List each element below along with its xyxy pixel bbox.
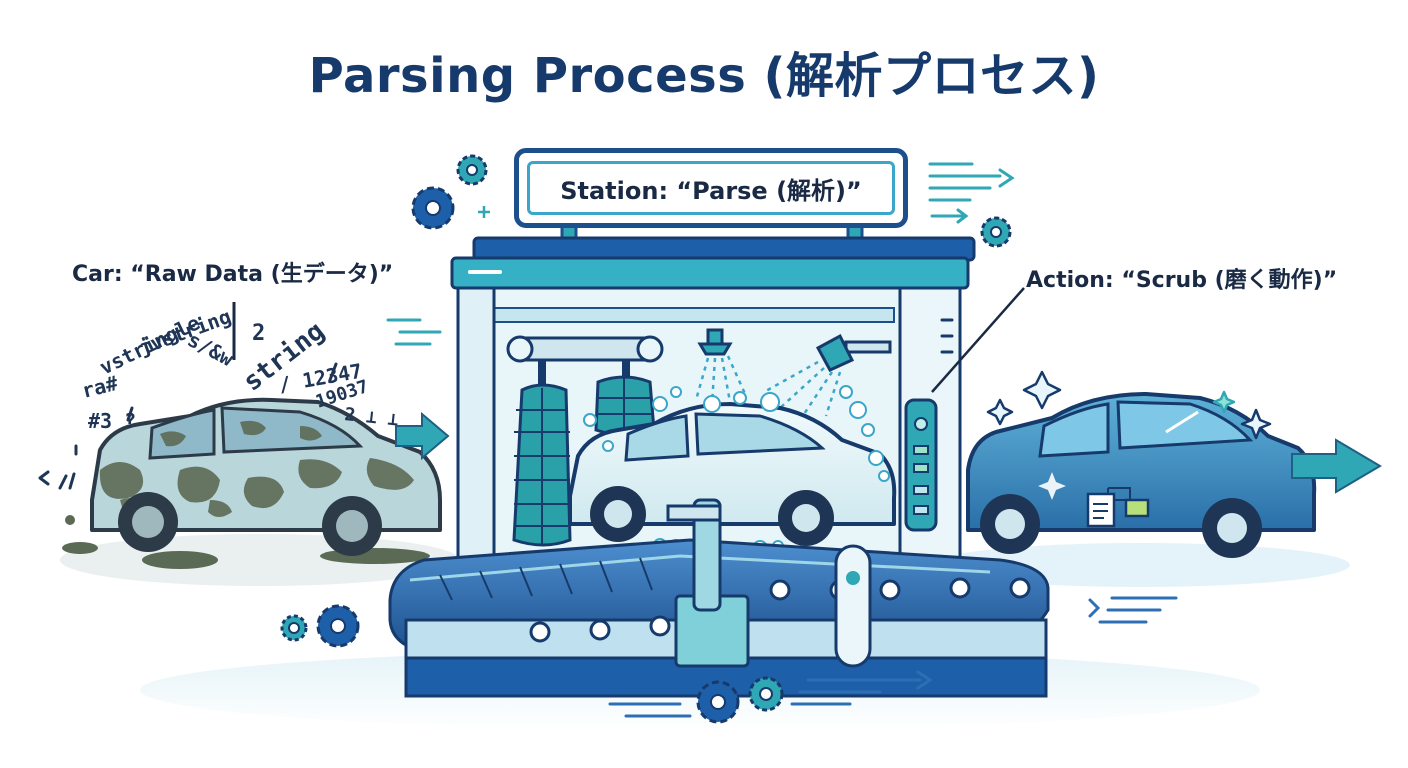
arrow-right-icon [1291, 438, 1382, 494]
page-title: Parsing Process (解析プロセス) [308, 48, 1100, 104]
gear-icon [280, 154, 1012, 724]
station-sign: Station: “Parse (解析)” [514, 148, 908, 228]
washing-car [568, 385, 897, 557]
arrow-right-icon [395, 411, 450, 461]
car-label: Car: “Raw Data (生データ)” [72, 262, 394, 287]
support-post [834, 544, 872, 668]
motion-lines [608, 162, 1178, 718]
dirty-car [62, 397, 442, 580]
sparkle-icon [986, 370, 1272, 440]
action-label-pointer [931, 287, 1025, 393]
clean-car [966, 392, 1317, 558]
conveyor-belt [388, 498, 1050, 698]
fragment-3: 2 [252, 321, 265, 346]
plus-marks [478, 206, 490, 218]
fragment-7: ra# [79, 371, 120, 403]
motion-lines-left [386, 318, 442, 346]
station-label: Station: “Parse (解析)” [560, 176, 862, 205]
wash-brushes [506, 335, 664, 547]
document-icon [1086, 487, 1150, 528]
action-label: Action: “Scrub (磨く動作)” [1026, 268, 1338, 293]
